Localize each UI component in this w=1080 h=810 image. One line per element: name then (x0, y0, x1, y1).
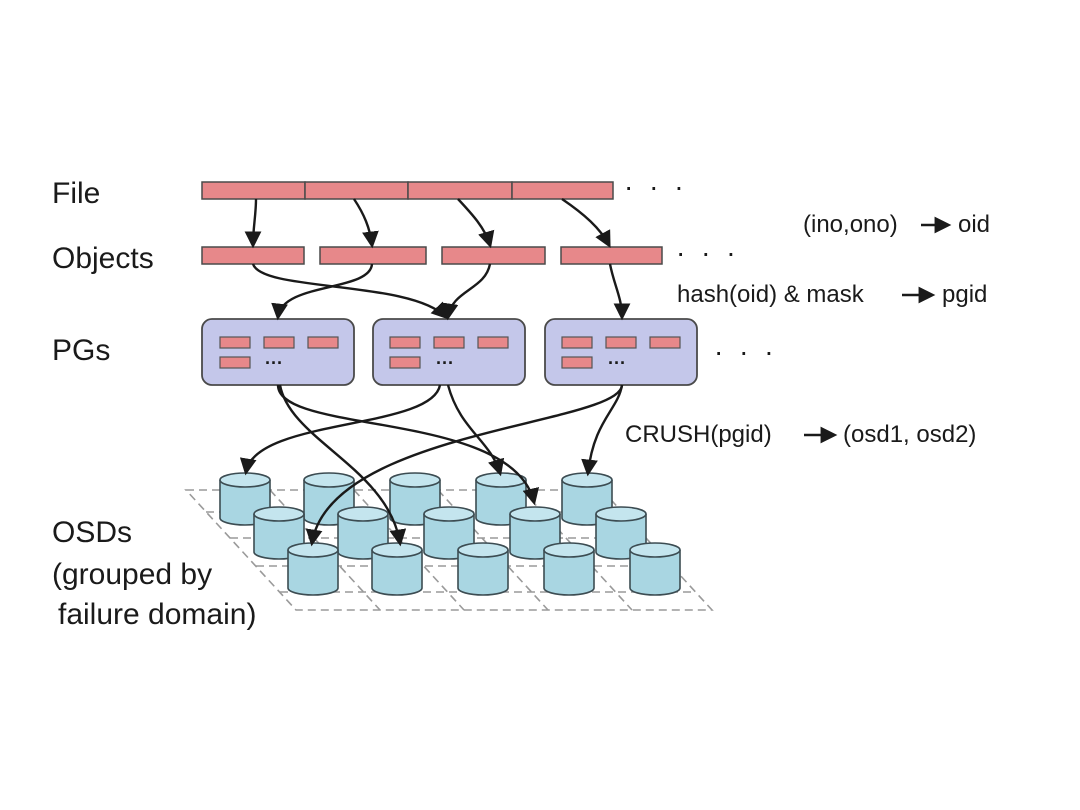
osd-cylinder (629, 542, 681, 596)
osd-top (457, 542, 509, 558)
pg-box (544, 318, 698, 386)
osd-body (371, 550, 423, 596)
objects-ellipsis: · · · (676, 237, 740, 268)
placement-group: ··· (201, 318, 355, 386)
object (319, 246, 427, 265)
label-osds-grouped: (grouped by (52, 558, 212, 591)
object (441, 246, 546, 265)
osd-top (423, 506, 475, 522)
pg-object (561, 356, 593, 369)
osd-top (543, 542, 595, 558)
pg-object (433, 336, 465, 349)
file-segment (201, 181, 306, 200)
mapping-arrow (457, 198, 495, 249)
pg-box (372, 318, 526, 386)
pg-object (307, 336, 339, 349)
formula-right: pgid (942, 281, 987, 308)
mapping-arrow (581, 384, 624, 477)
osd-top (253, 506, 305, 522)
formula-object-to-pg: hash(oid) & mask pgid (677, 281, 987, 308)
mapping-arrow (305, 384, 624, 547)
mapping-arrow (561, 198, 611, 248)
pg-object (219, 336, 251, 349)
formula-left: (ino,ono) (803, 211, 898, 238)
mapping-arrow (251, 263, 449, 320)
label-file: File (52, 177, 100, 210)
pg-ellipsis: ··· (608, 353, 626, 373)
file-ellipsis: · · · (624, 171, 688, 202)
formula-right: oid (958, 211, 990, 238)
file-segment (304, 181, 409, 200)
pg-to-osd-arrows (239, 384, 624, 547)
pg-ellipsis: ··· (436, 353, 454, 373)
pg-object (263, 336, 295, 349)
pg-object (561, 336, 593, 349)
formula-pg-to-osd: CRUSH(pgid) (osd1, osd2) (625, 421, 976, 448)
osd-cylinder (287, 542, 339, 596)
osd-body (287, 550, 339, 596)
osd-top (219, 472, 271, 488)
osd-top (287, 542, 339, 558)
mapping-arrow (276, 384, 540, 506)
pg-object (389, 336, 421, 349)
mapping-arrow (441, 263, 492, 321)
osd-cylinder (543, 542, 595, 596)
placement-group: ··· (544, 318, 698, 386)
mapping-arrow (271, 263, 374, 321)
pg-ellipsis: ··· (265, 353, 283, 373)
pg-object (219, 356, 251, 369)
mapping-arrow (353, 198, 379, 249)
pg-object (477, 336, 509, 349)
label-pgs: PGs (52, 334, 110, 367)
osd-top (371, 542, 423, 558)
pg-object (649, 336, 681, 349)
file-to-object-arrows (244, 198, 611, 249)
label-osds-failure-domain: failure domain) (58, 598, 256, 631)
failure-domain-outline (184, 489, 714, 611)
formula-left: hash(oid) & mask (677, 281, 865, 308)
osd-cylinder (371, 542, 423, 596)
objects-row (201, 246, 663, 265)
file-bar (201, 181, 614, 200)
file-segment (511, 181, 614, 200)
mapping-arrow (608, 263, 631, 321)
osd-top (509, 506, 561, 522)
osd-top (595, 506, 647, 522)
pgs-ellipsis: · · · (714, 336, 778, 367)
osd-cylinder (457, 542, 509, 596)
formula-file-to-object: (ino,ono) oid (803, 211, 990, 238)
object-to-pg-arrows (251, 263, 631, 321)
pg-box (201, 318, 355, 386)
label-osds: OSDs (52, 516, 132, 549)
object (560, 246, 663, 265)
osd-body (457, 550, 509, 596)
label-objects: Objects (52, 242, 154, 275)
mapping-arrow (239, 384, 442, 476)
mapping-arrow (446, 384, 505, 477)
osd-top (303, 472, 355, 488)
osd-body (629, 550, 681, 596)
formula-right: (osd1, osd2) (843, 421, 976, 448)
formula-left: CRUSH(pgid) (625, 421, 772, 448)
osd-top (337, 506, 389, 522)
osd-body (543, 550, 595, 596)
placement-group: ··· (372, 318, 526, 386)
mapping-arrow (244, 198, 262, 249)
osd-top (561, 472, 613, 488)
osd-top (629, 542, 681, 558)
file-segment (407, 181, 513, 200)
object (201, 246, 305, 265)
pg-object (389, 356, 421, 369)
mapping-arrow (278, 384, 407, 547)
osd-top (389, 472, 441, 488)
osd-grid (219, 472, 681, 596)
pg-object (605, 336, 637, 349)
